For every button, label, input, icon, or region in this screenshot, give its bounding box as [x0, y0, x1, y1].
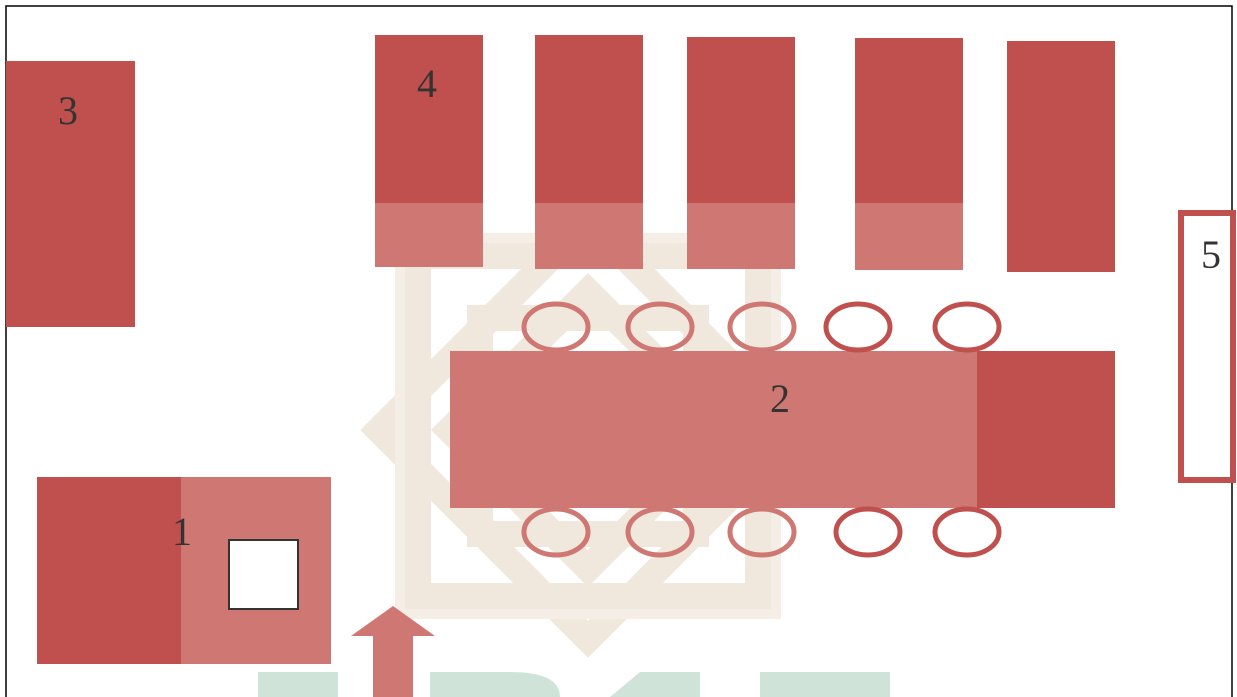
- seats-top: [521, 301, 1002, 353]
- block-4c: [687, 37, 795, 203]
- up-arrow-icon: [351, 606, 435, 697]
- block-5: [1178, 210, 1236, 483]
- oval-seat-icon: [727, 506, 797, 558]
- oval-seat-icon: [625, 301, 695, 353]
- block-4b-faded: [535, 203, 643, 269]
- block-4a: [375, 35, 483, 203]
- oval-seat-icon: [727, 301, 797, 353]
- block-4c-faded: [687, 203, 795, 269]
- label-4: 4: [417, 61, 437, 106]
- oval-seat-icon: [521, 301, 591, 353]
- oval-seat-icon: [625, 506, 695, 558]
- block-1: [37, 477, 181, 664]
- label-1: 1: [172, 509, 192, 554]
- block-4b: [535, 35, 643, 203]
- white-square-icon: [228, 539, 299, 610]
- oval-seat-icon: [833, 506, 903, 558]
- oval-seat-icon: [932, 301, 1002, 353]
- block-3: [6, 61, 135, 327]
- block-4d-faded: [855, 203, 963, 270]
- label-5: 5: [1201, 232, 1221, 277]
- oval-seat-icon: [823, 301, 893, 353]
- block-2-faded: [450, 351, 977, 508]
- seats-bottom: [521, 506, 1002, 558]
- oval-seat-icon: [521, 506, 591, 558]
- block-4e: [1007, 41, 1115, 272]
- block-2: [977, 351, 1115, 508]
- block-4d: [855, 38, 963, 203]
- label-3: 3: [58, 88, 78, 133]
- block-4a-faded: [375, 203, 483, 267]
- label-2: 2: [770, 376, 790, 421]
- watermark-letters: [258, 672, 890, 697]
- block-row-4: [375, 35, 1115, 272]
- oval-seat-icon: [932, 506, 1002, 558]
